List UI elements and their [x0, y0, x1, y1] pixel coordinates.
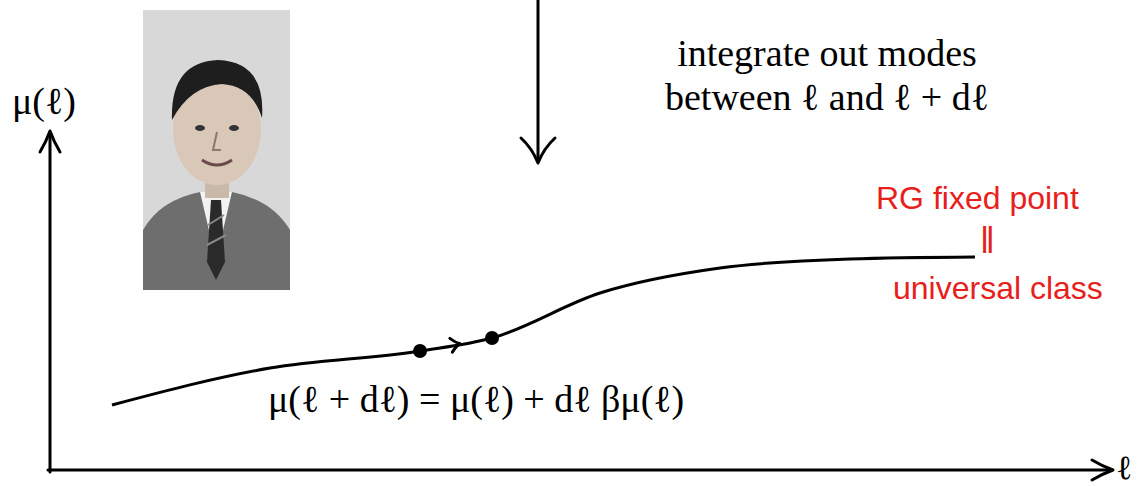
class-label: universal class [893, 270, 1103, 307]
hair [172, 60, 262, 120]
x-axis [48, 469, 1110, 472]
y-axis [49, 134, 52, 472]
tie-stripes [207, 215, 226, 245]
flow-direction-arrow [450, 337, 462, 353]
tie [207, 200, 225, 280]
suit-jacket [143, 192, 290, 290]
x-axis-label: ℓ [1116, 448, 1132, 486]
down-arrow-head [521, 138, 555, 163]
flow-equation: μ(ℓ + dℓ) = μ(ℓ) + dℓ βμ(ℓ) [268, 378, 684, 422]
y-axis-head [40, 131, 60, 152]
fixed-point-label: RG fixed point [876, 180, 1079, 217]
mouth [202, 160, 232, 165]
equivalence-mark: ‖ [980, 220, 995, 261]
eye [195, 125, 205, 131]
photo-background [143, 10, 290, 290]
eye [229, 125, 239, 131]
step-annotation: integrate out modes between ℓ and ℓ + dℓ [642, 32, 1012, 119]
flow-dot [413, 344, 427, 358]
x-axis-head [1092, 460, 1113, 480]
y-axis-label: μ(ℓ) [12, 80, 76, 124]
flow-dot [485, 331, 499, 345]
portrait-photo [143, 10, 290, 290]
down-arrow-shaft [537, 0, 540, 160]
nose [213, 132, 221, 150]
